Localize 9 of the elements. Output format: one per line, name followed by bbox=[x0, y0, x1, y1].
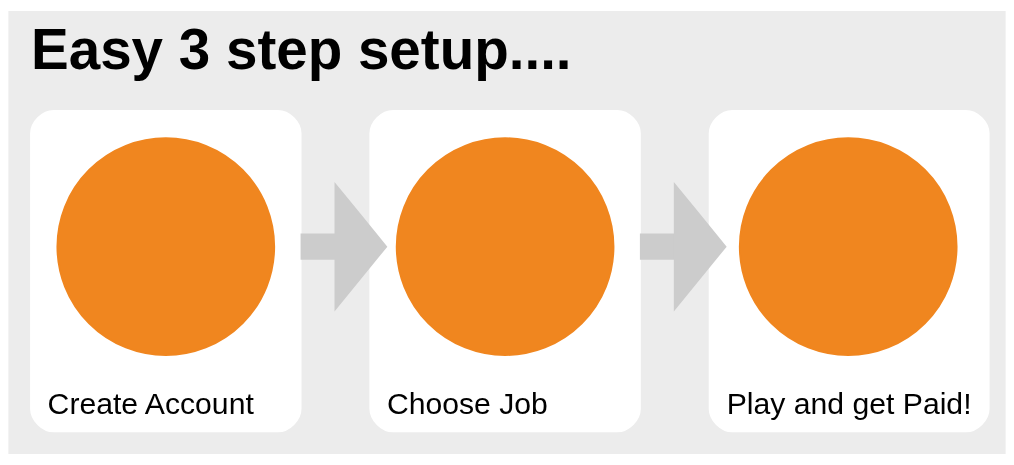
node-circle bbox=[395, 137, 615, 356]
arrow bbox=[300, 181, 388, 312]
cluster: Choose Job bbox=[369, 109, 641, 433]
cluster: Play and get Paid! bbox=[708, 109, 990, 433]
diagram-title: Easy 3 step setup.... bbox=[31, 18, 572, 82]
node-circle bbox=[738, 137, 958, 356]
arrow bbox=[639, 181, 727, 312]
node-circle bbox=[56, 137, 276, 356]
cluster: Create Account bbox=[30, 109, 302, 433]
